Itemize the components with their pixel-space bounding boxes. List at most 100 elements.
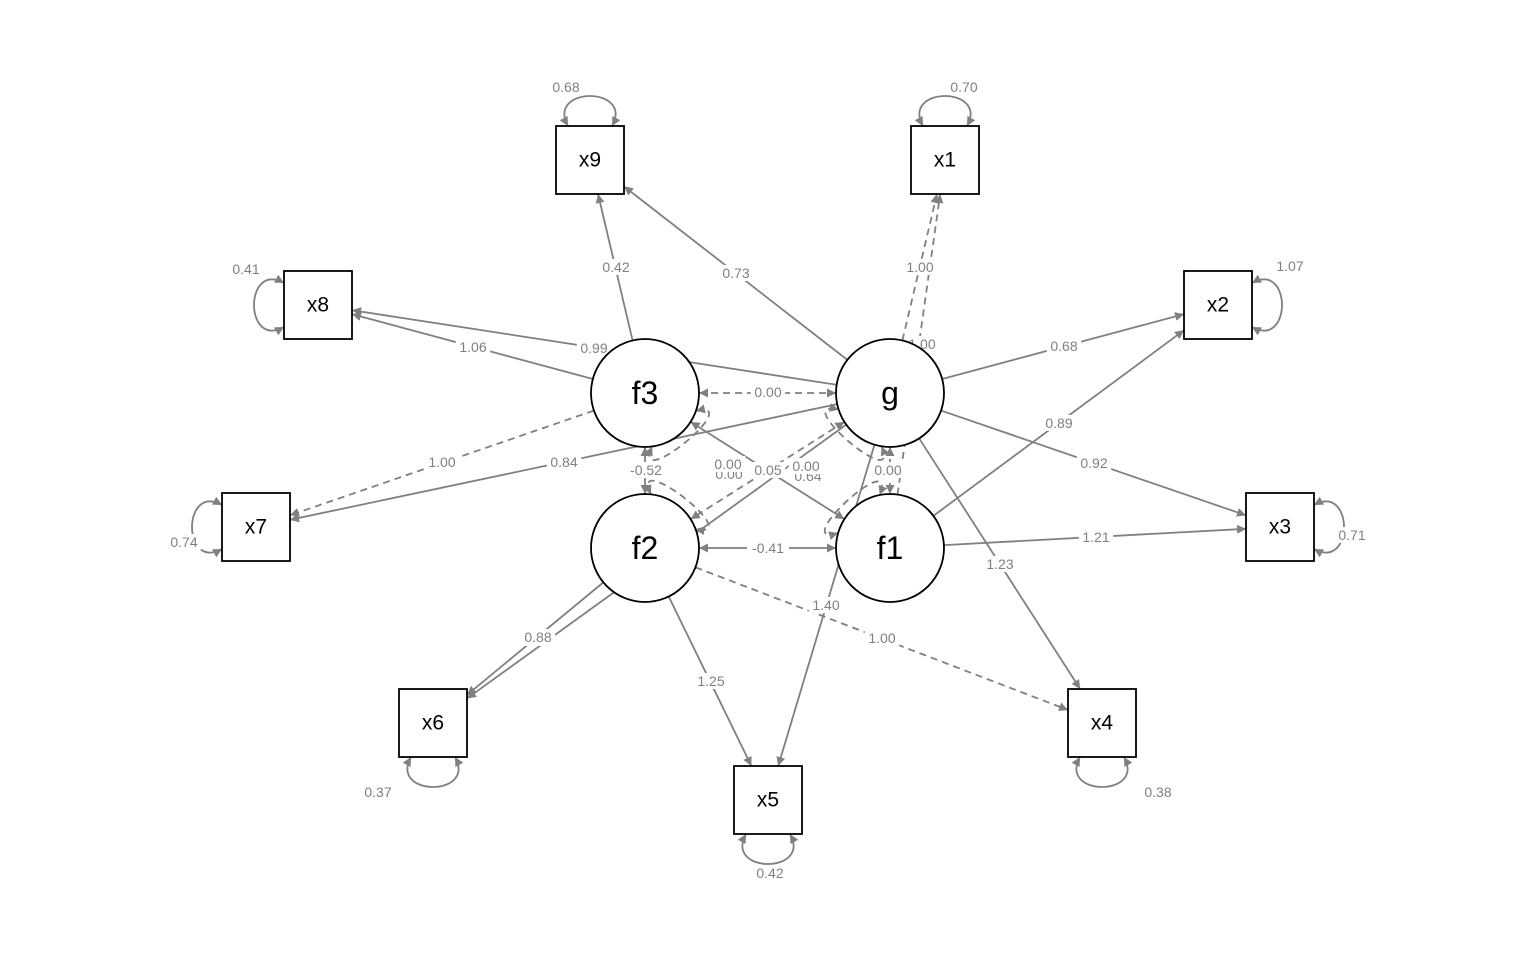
loading-label-g-x2-bg [1046, 338, 1082, 354]
manifest-box-x8 [283, 270, 353, 340]
residual-loop-x8 [253, 274, 285, 336]
manifest-node-x2: x2 [1183, 270, 1253, 340]
loading-label-f3-x7: 1.00 [424, 454, 460, 470]
latent-variance-loop-f1 [823, 480, 888, 540]
latent-circle-g [835, 338, 945, 448]
residual-loop-x9 [559, 95, 621, 127]
loading-label-f1-x2: 0.89 [1041, 415, 1077, 431]
loading-label-g-x3-bg [1076, 455, 1112, 471]
residual-label-x4-bg [1140, 784, 1176, 800]
residual-loop-x4 [1071, 756, 1133, 788]
loading-label-g-x1: 1.00 [902, 259, 938, 275]
loading-label-f3-x8-bg [455, 339, 491, 355]
loading-edge-f2-x4 [695, 566, 1069, 711]
residual-label-x8-text: 0.41 [232, 261, 259, 277]
residual-label-x2-text: 1.07 [1276, 258, 1303, 274]
covariance-label-f3-g-bg [750, 384, 786, 400]
residual-label-x8: 0.41 [228, 261, 264, 277]
loading-label-g-x2: 0.68 [1046, 338, 1082, 354]
loading-label-g-x8-text: 0.99 [580, 340, 607, 356]
latent-variance-label-f1-text: 0.00 [792, 458, 819, 474]
node-label-x3: x3 [1269, 516, 1291, 539]
loading-label-g-x5-text: 1.40 [812, 597, 839, 613]
residual-label-x6: 0.37 [360, 784, 396, 800]
loading-label-f3-x9-bg [598, 259, 634, 275]
covariance-label-f2-f1-bg [747, 540, 789, 556]
latent-node-g: g [835, 338, 945, 448]
loading-label-f2-x6: 0.88 [520, 629, 556, 645]
loading-label-g-x3: 0.92 [1076, 455, 1112, 471]
extra-label-0-bg [750, 462, 786, 478]
loading-label-g-x4-bg [982, 556, 1018, 572]
residual-label-x4-text: 0.38 [1144, 784, 1171, 800]
covariance-label-g-f1: 0.00 [870, 462, 906, 478]
loading-label-f3-x8: 1.06 [455, 339, 491, 355]
loading-label-f3-x9-text: 0.42 [602, 259, 629, 275]
loading-label-g-x1-text: 1.00 [906, 259, 933, 275]
latent-variance-loop-g [824, 403, 890, 461]
manifest-box-x2 [1183, 270, 1253, 340]
covariance-label-f2-f1-text: -0.41 [752, 540, 784, 556]
manifest-box-x1 [910, 125, 980, 195]
residual-label-x1-text: 0.70 [950, 79, 977, 95]
node-label-x7: x7 [245, 516, 267, 539]
residual-label-x7-text: 0.74 [170, 534, 197, 550]
loading-label-f2-x6-bg [520, 629, 556, 645]
residual-label-x2-bg [1272, 258, 1308, 274]
residual-loop-x6 [402, 756, 464, 788]
manifest-node-x7: x7 [221, 492, 291, 562]
manifest-box-x6 [398, 688, 468, 758]
latent-circle-f3 [590, 338, 700, 448]
latent-node-f2: f2 [590, 493, 700, 603]
residual-label-x9: 0.68 [548, 79, 584, 95]
node-label-x2: x2 [1207, 294, 1229, 317]
residual-label-x6-text: 0.37 [364, 784, 391, 800]
manifest-node-x1: x1 [910, 125, 980, 195]
covariance-label-f3-f2-text: -0.52 [630, 462, 662, 478]
manifest-node-x9: x9 [555, 125, 625, 195]
loading-label-f2-x6-text: 0.88 [524, 629, 551, 645]
residual-label-x9-text: 0.68 [552, 79, 579, 95]
latent-node-f3: f3 [590, 338, 700, 448]
loading-label-g-x5: 1.40 [808, 597, 844, 613]
loading-label-f2-x5-text: 1.25 [697, 673, 724, 689]
latent-circle-f1 [835, 493, 945, 603]
node-label-x8: x8 [307, 294, 329, 317]
loading-label-g-x1-bg [902, 259, 938, 275]
residual-label-x3-text: 0.71 [1338, 527, 1365, 543]
loading-label-f1-x3: 1.21 [1078, 529, 1114, 545]
covariance-label-f3-g: 0.00 [750, 384, 786, 400]
loading-label-g-x5-bg [808, 597, 844, 613]
latent-circle-f2 [590, 493, 700, 603]
loading-label-f1-x3-bg [1078, 529, 1114, 545]
manifest-box-x5 [733, 765, 803, 835]
loading-label-f1-x2-bg [1041, 415, 1077, 431]
residual-loop-x7 [191, 496, 223, 558]
loading-label-f1-x2-text: 0.89 [1045, 415, 1072, 431]
loading-label-f2-x4-text: 1.00 [868, 630, 895, 646]
loading-label-g-x4: 1.23 [982, 556, 1018, 572]
covariance-label-g-f1-text: 0.00 [874, 462, 901, 478]
manifest-node-x6: x6 [398, 688, 468, 758]
latent-variance-label-f3-text: 0.00 [714, 456, 741, 472]
loading-label-f2-x4: 1.00 [864, 630, 900, 646]
manifest-box-x4 [1067, 688, 1137, 758]
residual-label-x8-bg [228, 261, 264, 277]
loading-label-f3-x8-text: 1.06 [459, 339, 486, 355]
edge-labels-layer: 1.000.680.921.231.400.880.840.990.731.00… [166, 79, 1370, 881]
residual-loop-x5 [737, 833, 799, 865]
loading-label-g-x7: 0.84 [546, 454, 582, 470]
loading-label-f3-x9: 0.42 [598, 259, 634, 275]
residual-label-x7: 0.74 [166, 534, 202, 550]
residual-loop-x1 [914, 95, 976, 127]
latent-variance-label-f3-bg [710, 456, 746, 472]
covariance-label-f3-f2-bg [625, 462, 667, 478]
node-label-f3: f3 [632, 375, 659, 411]
loading-label-g-x3-text: 0.92 [1080, 455, 1107, 471]
loading-label-g-x4-text: 1.23 [986, 556, 1013, 572]
latent-variance-loop-f3 [644, 404, 711, 461]
node-label-f2: f2 [632, 530, 659, 566]
residual-label-x4: 0.38 [1140, 784, 1176, 800]
residual-label-x6-bg [360, 784, 396, 800]
loading-label-f1-x3-text: 1.21 [1082, 529, 1109, 545]
